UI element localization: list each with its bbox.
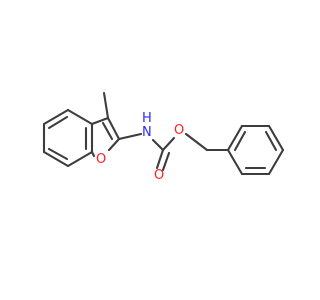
bond [66,150,94,168]
bond [161,136,176,152]
bond [90,116,110,126]
structure-drawing: N H O O O [42,91,285,183]
bond-double [264,130,278,152]
bond [102,91,110,120]
nitrogen-label: N [142,125,152,140]
bond [151,138,165,152]
furan-oxygen-label: O [96,152,106,167]
bond [267,124,285,152]
carbonyl-oxygen-label: O [154,168,164,183]
bond [117,132,143,141]
bond-double [155,148,165,170]
bond [106,116,121,141]
bond [226,124,244,152]
nitrogen-hydrogen-label: H [142,111,152,126]
bond [90,150,96,158]
bond-double [101,121,114,141]
bond [226,148,244,176]
bond [184,132,209,152]
bond [66,108,94,126]
bond-double [47,147,69,161]
bond [267,148,285,176]
bond [107,137,121,152]
bond-double [161,151,171,172]
ester-oxygen-label: O [174,123,184,138]
bonds [42,91,285,176]
molecule-canvas: N H O O O [42,91,285,183]
bond-double [233,130,247,152]
bond-double [47,115,69,130]
bond [42,108,70,126]
bond [42,150,70,168]
atom-labels: N H O O O [96,111,184,183]
